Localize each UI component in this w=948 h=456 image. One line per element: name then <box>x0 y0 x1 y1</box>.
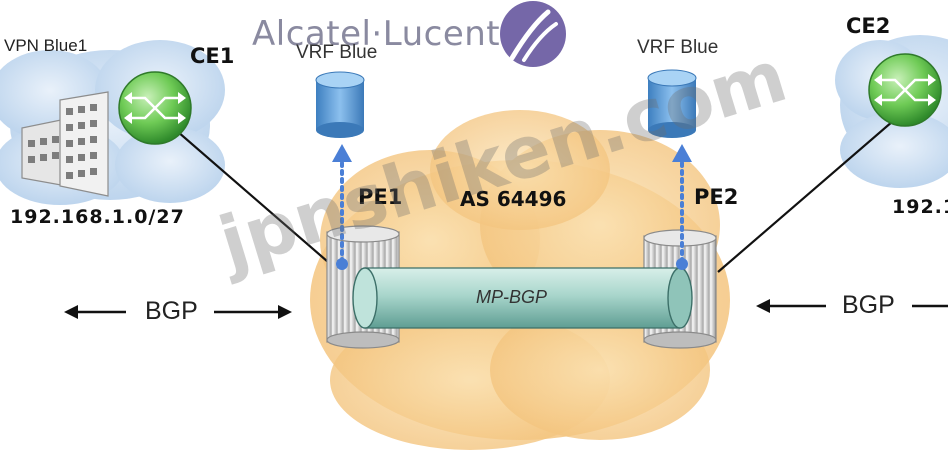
ce2-label: CE2 <box>846 14 891 38</box>
right-bgp-arrows <box>756 299 948 313</box>
pe1-label: PE1 <box>358 185 403 209</box>
as-number-label: AS 64496 <box>460 187 567 211</box>
brand-name: Alcatel·Lucent <box>252 14 501 54</box>
office-building-icon <box>21 91 109 197</box>
mpbgp-tunnel-label: MP-BGP <box>476 287 548 307</box>
pe2-vrf-dotted-arrow <box>672 144 692 270</box>
left-vpn-label: VPN Blue1 <box>4 36 88 55</box>
mpbgp-tunnel <box>352 267 693 329</box>
pe2-vrf-label: VRF Blue <box>637 37 719 58</box>
pe1-vrf-dotted-arrow <box>332 144 352 270</box>
pe2-label: PE2 <box>694 185 739 209</box>
right-subnet-label: 192.1 <box>892 196 948 218</box>
right-bgp-label: BGP <box>842 291 895 319</box>
link-ce1-pe1 <box>169 124 336 269</box>
link-ce2-pe2 <box>717 114 901 273</box>
ce1-label: CE1 <box>190 44 235 68</box>
left-bgp-arrows <box>64 305 292 319</box>
left-subnet-label: 192.168.1.0/27 <box>10 206 185 228</box>
vrf-blue-pe1-database-icon <box>315 71 365 138</box>
ce1-router-icon <box>118 71 192 145</box>
alcatel-lucent-logo-icon <box>500 1 566 67</box>
pe1-vrf-label: VRF Blue <box>296 42 378 63</box>
left-bgp-label: BGP <box>145 297 198 325</box>
vrf-blue-pe2-database-icon <box>647 69 697 138</box>
ce2-router-icon <box>868 53 942 127</box>
